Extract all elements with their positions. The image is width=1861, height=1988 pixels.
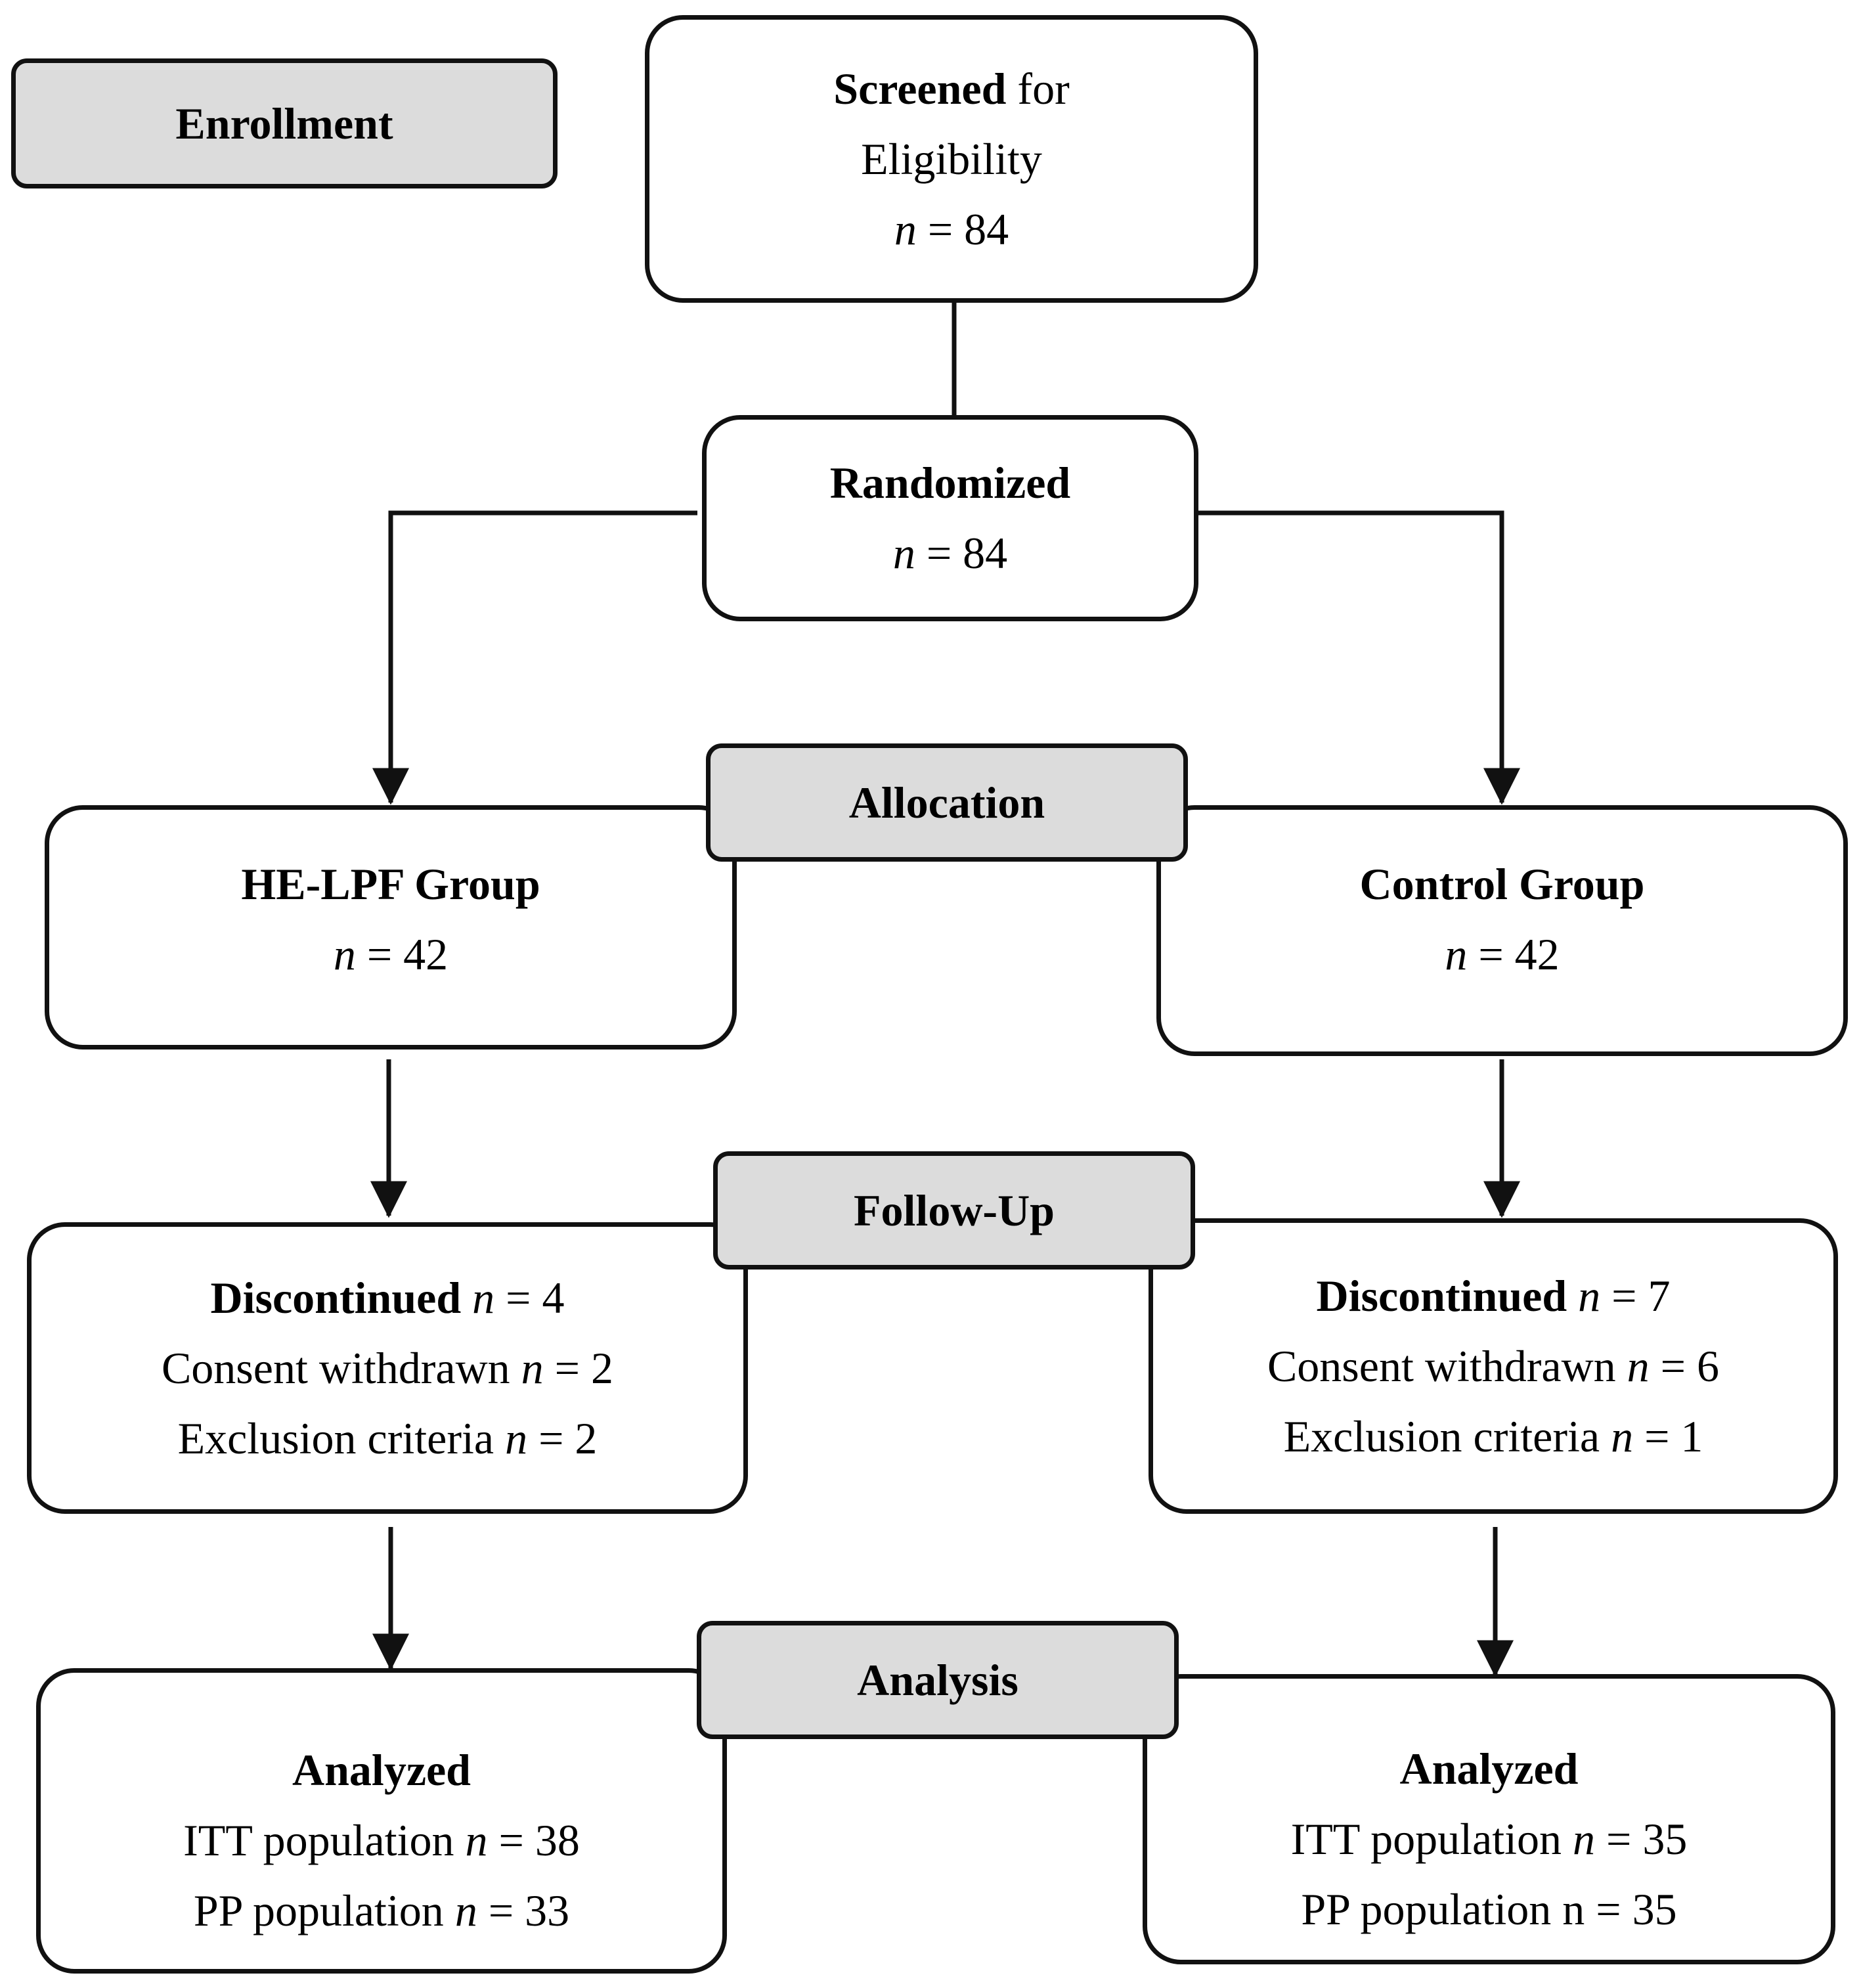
left-exclusion-n-value: = 2: [538, 1413, 598, 1463]
left-exclusion-line: Exclusion criteria n = 2: [178, 1403, 598, 1474]
left-consent-n-value: = 2: [554, 1342, 614, 1393]
left-itt-n-value: = 38: [498, 1815, 580, 1865]
right-exclusion-line: Exclusion criteria n = 1: [1284, 1402, 1703, 1472]
left-analyzed-heading: Analyzed: [292, 1745, 471, 1795]
left-discontinued-n-symbol: n: [472, 1272, 495, 1323]
left-itt-n-symbol: n: [465, 1815, 488, 1865]
randomized-n-symbol: n: [892, 528, 915, 578]
screened-n-value: = 84: [927, 204, 1009, 254]
right-discontinued-n-symbol: n: [1578, 1270, 1601, 1321]
right-discontinued-line: Discontinued n = 7: [1317, 1261, 1671, 1331]
right-analyzed-heading: Analyzed: [1399, 1743, 1579, 1794]
right-discontinued-heading: Discontinued: [1316, 1270, 1567, 1321]
left-consent-n-symbol: n: [521, 1342, 544, 1393]
he-lpf-group-count: n = 42: [334, 919, 448, 990]
left-consent-line: Consent withdrawn n = 2: [162, 1333, 613, 1403]
stage-label-follow-up-text: Follow-Up: [854, 1185, 1055, 1235]
left-itt-label: ITT population: [183, 1815, 454, 1865]
left-exclusion-label: Exclusion criteria: [177, 1413, 494, 1463]
he-lpf-group-box: HE-LPF Group n = 42: [45, 805, 737, 1049]
arrow-randomized-to-right-group: [1197, 510, 1520, 805]
screened-count: n = 84: [894, 194, 1009, 265]
left-consent-label: Consent withdrawn: [161, 1342, 510, 1393]
right-discontinued-n-value: = 7: [1611, 1270, 1671, 1321]
right-consent-label: Consent withdrawn: [1267, 1340, 1616, 1391]
right-itt-n-symbol: n: [1573, 1813, 1595, 1864]
right-exclusion-n-symbol: n: [1611, 1411, 1634, 1461]
control-group-count: n = 42: [1445, 919, 1559, 990]
right-pp-line: PP population n = 35: [1301, 1884, 1677, 1934]
screened-n-symbol: n: [894, 204, 917, 254]
right-exclusion-label: Exclusion criteria: [1283, 1411, 1600, 1461]
stage-label-enrollment-text: Enrollment: [175, 98, 393, 148]
left-analysis-box: Analyzed ITT population n = 38 PP popula…: [36, 1668, 727, 1974]
randomized-heading: Randomized: [829, 458, 1071, 508]
right-itt-label: ITT population: [1290, 1813, 1562, 1864]
stage-label-allocation-text: Allocation: [848, 777, 1045, 828]
screened-line-2: Eligibility: [861, 133, 1042, 184]
left-itt-line: ITT population n = 38: [183, 1805, 580, 1876]
he-lpf-group-n-value: = 42: [366, 929, 449, 979]
stage-label-analysis: Analysis: [697, 1621, 1179, 1739]
randomized-n-value: = 84: [926, 528, 1008, 578]
right-itt-line: ITT population n = 35: [1291, 1804, 1688, 1874]
screened-line-1: Screened for: [833, 54, 1069, 124]
control-group-box: Control Group n = 42: [1156, 805, 1848, 1056]
right-consent-n-symbol: n: [1627, 1340, 1650, 1391]
randomized-box: Randomized n = 84: [702, 415, 1198, 621]
right-follow-up-box: Discontinued n = 7 Consent withdrawn n =…: [1149, 1218, 1838, 1514]
left-pp-n-symbol: n: [454, 1886, 477, 1935]
left-follow-up-box: Discontinued n = 4 Consent withdrawn n =…: [27, 1222, 748, 1514]
right-exclusion-n-value: = 1: [1644, 1411, 1703, 1461]
left-discontinued-n-value: = 4: [506, 1272, 565, 1323]
left-discontinued-line: Discontinued n = 4: [211, 1263, 565, 1333]
stage-label-analysis-text: Analysis: [857, 1654, 1018, 1705]
right-consent-line: Consent withdrawn n = 6: [1267, 1331, 1719, 1402]
right-analysis-box: Analyzed ITT population n = 35 PP popula…: [1143, 1674, 1835, 1964]
left-exclusion-n-symbol: n: [505, 1413, 528, 1463]
he-lpf-group-n-symbol: n: [333, 929, 356, 979]
left-pp-label: PP population: [193, 1886, 444, 1935]
stage-label-enrollment: Enrollment: [11, 58, 558, 188]
screened-box: Screened for Eligibility n = 84: [645, 15, 1258, 303]
stage-label-allocation: Allocation: [706, 743, 1188, 862]
right-itt-n-value: = 35: [1606, 1813, 1688, 1864]
left-pp-n-value: = 33: [488, 1886, 570, 1935]
arrow-randomized-to-left-group: [372, 510, 697, 805]
left-pp-line: PP population n = 33: [194, 1876, 569, 1946]
randomized-count: n = 84: [893, 518, 1007, 588]
he-lpf-group-heading: HE-LPF Group: [241, 859, 540, 909]
control-group-heading: Control Group: [1359, 859, 1645, 909]
left-discontinued-heading: Discontinued: [210, 1272, 462, 1323]
screened-heading-rest: for: [1017, 63, 1070, 114]
stage-label-follow-up: Follow-Up: [713, 1151, 1195, 1270]
screened-heading: Screened: [833, 63, 1007, 114]
control-group-n-symbol: n: [1445, 929, 1468, 979]
control-group-n-value: = 42: [1478, 929, 1560, 979]
right-consent-n-value: = 6: [1660, 1340, 1720, 1391]
